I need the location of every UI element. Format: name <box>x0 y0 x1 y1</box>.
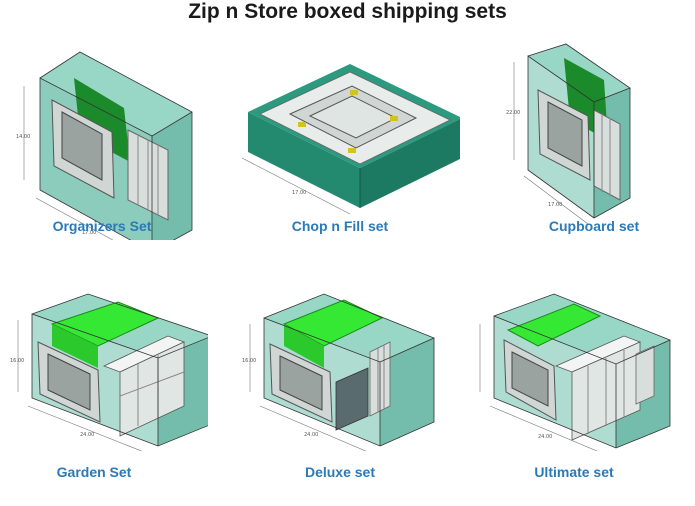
page-title: Zip n Store boxed shipping sets <box>188 0 507 23</box>
deluxe-set[interactable]: 16.00 24.00 Deluxe set <box>240 276 440 506</box>
height-dimension-label: 14.00 <box>16 134 30 140</box>
length-dimension-label: 17.00 <box>82 230 96 236</box>
set-caption: Cupboard set <box>548 218 640 234</box>
set-caption: Ultimate set <box>534 464 614 480</box>
chop-n-fill-set[interactable]: 17.00 Chop n Fill set <box>240 30 460 260</box>
ultimate-set-box-illustration: 24.00 <box>479 293 672 451</box>
length-dimension-label: 24.00 <box>80 432 94 438</box>
set-caption: Organizers Set <box>52 218 152 234</box>
set-caption: Deluxe set <box>304 464 376 480</box>
set-caption: Chop n Fill set <box>291 218 389 234</box>
garden-set-box-illustration: 16.00 24.00 <box>10 293 208 451</box>
organizers-set[interactable]: 14.00 17.00 Organizers Set <box>2 30 202 260</box>
organizers-set-box-illustration: 14.00 17.00 <box>16 51 193 240</box>
ultimate-set[interactable]: 24.00 Ultimate set <box>474 276 674 506</box>
deluxe-set-box-illustration: 16.00 24.00 <box>242 293 436 451</box>
height-dimension-label: 22.00 <box>506 110 520 116</box>
set-caption: Garden Set <box>56 464 132 480</box>
chop-n-fill-set-box-illustration: 17.00 <box>241 64 460 215</box>
length-dimension-label: 24.00 <box>538 434 552 440</box>
garden-set[interactable]: 16.00 24.00 Garden Set <box>8 276 208 506</box>
height-dimension-label: 16.00 <box>242 358 256 364</box>
length-dimension-label: 17.00 <box>292 190 306 196</box>
length-dimension-label: 17.00 <box>548 202 562 208</box>
length-dimension-label: 24.00 <box>304 432 318 438</box>
cupboard-set-box-illustration: 22.00 17.00 <box>506 43 631 225</box>
cupboard-set[interactable]: 22.00 17.00 Cupboard set <box>494 30 694 260</box>
height-dimension-label: 16.00 <box>10 358 24 364</box>
